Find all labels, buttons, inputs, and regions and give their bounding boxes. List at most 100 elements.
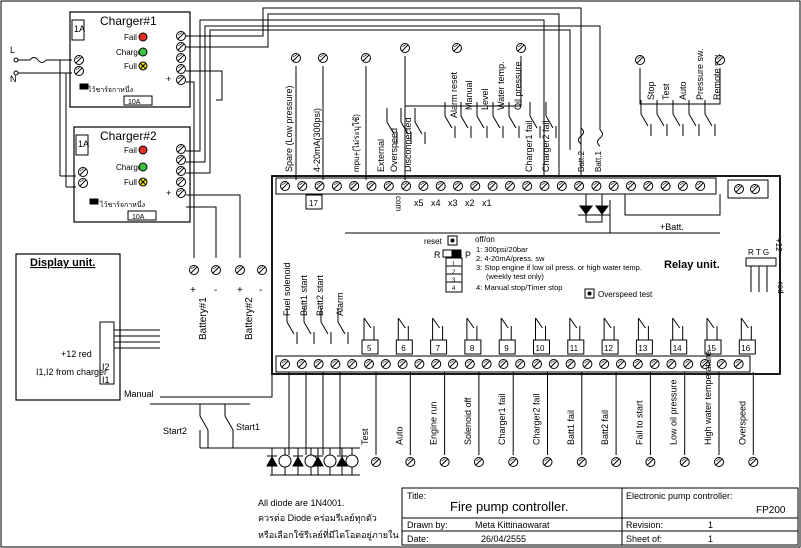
charger-2-fail-label: Fail — [124, 146, 137, 155]
screw-terminal-icon — [280, 181, 290, 191]
plus12-label: +12 — [774, 238, 783, 252]
diode-icon — [312, 448, 324, 475]
screw-terminal-icon — [599, 359, 610, 369]
input-alarm-reset-label: Alarm reset — [449, 71, 459, 118]
charge-led-icon — [138, 162, 148, 172]
overspeed-test-button[interactable] — [584, 288, 595, 299]
screw-terminal-icon — [481, 359, 492, 369]
rtg-label: R T G — [748, 248, 769, 257]
left-outputs: Fuel solenoid Batt1 start Batt2 start Al… — [282, 262, 349, 344]
relay-output-label: Solenoid off — [463, 397, 473, 445]
charger-1-fuse: 1A — [74, 24, 85, 34]
contact-switch-icon — [529, 102, 541, 138]
screw-terminal-icon — [679, 457, 690, 467]
relay-output-label: Auto — [394, 426, 404, 445]
screw-terminal-icon — [734, 184, 744, 194]
fail-led-icon — [138, 145, 148, 155]
relay-output-label: Test — [360, 428, 370, 445]
contact-switch-icon — [704, 100, 716, 136]
diode-note: All diode are 1N4001. ควรต่อ Diode คร่อม… — [258, 498, 399, 541]
x-label-4: x4 — [431, 198, 441, 208]
screw-terminal-icon — [591, 181, 602, 191]
input-analog-label: 4-20mA(300psi) — [312, 108, 322, 172]
screw-terminal-icon — [280, 359, 290, 369]
input-manual-label: Manual — [464, 80, 474, 110]
diode-icon — [336, 448, 348, 475]
screw-terminal-icon — [176, 144, 186, 154]
input-test-label: Test — [661, 83, 671, 100]
start1-label: Start1 — [236, 422, 260, 432]
screw-terminal-icon — [176, 64, 186, 74]
diode-icon — [292, 448, 304, 475]
start2-label: Start2 — [163, 426, 187, 436]
relay-output-label: Batt2 fail — [600, 410, 610, 445]
screw-terminal-icon — [487, 181, 498, 191]
contact-switch-icon — [640, 100, 652, 136]
relay-output-label: Charger2 fail — [532, 393, 542, 445]
screw-terminal-icon — [405, 457, 416, 467]
batteries: + - + - Battery#1 Battery#2 — [189, 265, 267, 340]
input-water-temp-label: Water temp. — [496, 61, 506, 110]
screw-terminal-icon — [504, 181, 515, 191]
input-stop-label: Stop — [646, 81, 656, 100]
dip-note-4: (weekly test only) — [486, 272, 544, 281]
screw-terminal-icon — [522, 181, 533, 191]
contact-switch-icon — [508, 102, 520, 138]
output-fuel-solenoid-label: Fuel solenoid — [282, 262, 292, 316]
screw-terminal-icon — [576, 457, 587, 467]
screw-terminal-icon — [347, 359, 358, 369]
screw-terminal-icon — [361, 53, 371, 63]
relay-output-label: High water temperature — [703, 351, 713, 445]
display-inputs-line1: I1,I2 from charger — [36, 367, 107, 377]
charger-2-full-label: Full — [124, 178, 137, 187]
contact-switch-icon — [492, 102, 504, 138]
screw-terminal-icon — [515, 359, 526, 369]
screw-terminal-icon — [748, 457, 759, 467]
screw-terminal-icon — [645, 457, 656, 467]
manual-start: Manual Start2 Start1 — [124, 372, 360, 476]
screw-terminal-icon — [331, 181, 342, 191]
display-unit-title: Display unit. — [30, 257, 95, 269]
screw-terminal-icon — [189, 265, 199, 275]
screw-terminal-icon — [643, 181, 654, 191]
charge-led-icon — [138, 47, 148, 57]
screw-terminal-icon — [582, 359, 593, 369]
screw-terminal-icon — [257, 265, 267, 275]
screw-terminal-icon — [400, 43, 410, 53]
screw-terminal-icon — [74, 55, 84, 65]
input-mpu-label: mpu+(ไม่ระบุใช้) — [352, 114, 361, 172]
relay-number: 5 — [367, 344, 372, 353]
charger-2-note: ไว้ชาร์จกาหนึ่ง — [99, 200, 145, 209]
relay-number: 11 — [570, 344, 579, 353]
screw-terminal-icon — [314, 181, 325, 191]
input-external-label: External — [376, 139, 386, 172]
screw-terminal-icon — [498, 359, 509, 369]
date-label: Date: — [407, 534, 429, 544]
title-block: Title: Fire pump controller. Drawn by: M… — [401, 487, 799, 546]
screw-terminal-icon — [397, 359, 408, 369]
screw-terminal-icon — [683, 359, 694, 369]
input-disconnected-label: Disconnected — [403, 117, 413, 172]
screw-terminal-icon — [626, 181, 636, 191]
relay-output-label: Fail to start — [634, 400, 644, 445]
manual-label: Manual — [124, 389, 154, 399]
contact-switch-icon — [286, 308, 298, 344]
screw-terminal-icon — [330, 359, 341, 369]
screw-terminal-icon — [508, 457, 519, 467]
reset-button[interactable] — [447, 235, 458, 246]
charger-1-charge-label: Charge — [116, 48, 143, 57]
rp-jumper[interactable] — [442, 249, 462, 258]
battery-1-label: Battery#1 — [198, 297, 209, 340]
relay-number: 15 — [707, 344, 716, 353]
screw-terminal-icon — [616, 359, 626, 369]
charger-2: 1A Charger#2 Fail Charge Full ไว้ชาร์จกา… — [73, 126, 191, 223]
screw-terminal-icon — [364, 359, 374, 369]
screw-terminal-icon — [750, 184, 760, 194]
diode-note-line1: All diode are 1N4001. — [258, 498, 345, 508]
dip-switch[interactable] — [445, 257, 463, 293]
screw-terminal-icon — [539, 181, 550, 191]
